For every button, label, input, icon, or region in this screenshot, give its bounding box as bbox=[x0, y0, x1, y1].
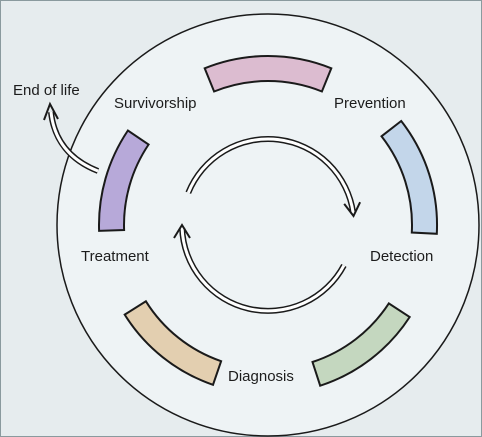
treatment-label: Treatment bbox=[81, 248, 150, 265]
survivorship-label: Survivorship bbox=[114, 95, 197, 112]
stage-segments bbox=[98, 54, 439, 387]
segment-prevention bbox=[380, 119, 439, 235]
lower-cycle-arrow-core bbox=[180, 227, 346, 313]
diagnosis-label: Diagnosis bbox=[228, 368, 294, 385]
cycle-arrows bbox=[173, 136, 362, 314]
detection-label: Detection bbox=[370, 248, 433, 265]
exit-arrow-core bbox=[49, 111, 99, 173]
exit-arrow bbox=[43, 101, 100, 174]
segment-top bbox=[203, 54, 333, 93]
segment-treatment-survivorship bbox=[98, 129, 150, 232]
exit-arrow-head bbox=[43, 101, 59, 121]
prevention-label: Prevention bbox=[334, 95, 406, 112]
upper-cycle-arrow-core bbox=[186, 137, 355, 214]
lower-cycle-arrow-head bbox=[173, 223, 191, 239]
segment-diagnosis bbox=[123, 299, 223, 387]
end-of-life-label: End of life bbox=[13, 82, 80, 99]
segment-detection bbox=[311, 302, 412, 387]
upper-cycle-arrow-head bbox=[343, 201, 362, 218]
